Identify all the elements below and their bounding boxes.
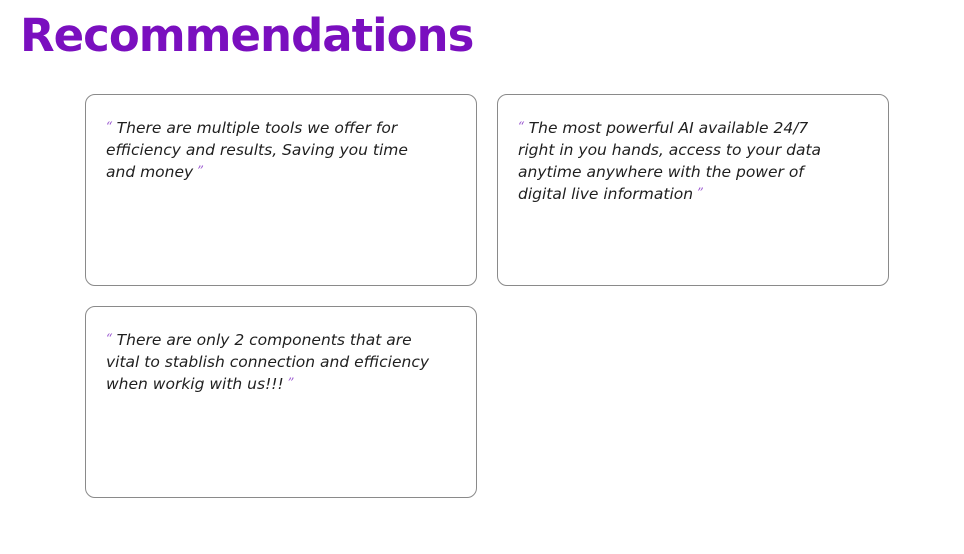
open-quote-icon: “ (518, 120, 525, 135)
quote-body: The most powerful AI available 24/7 righ… (518, 119, 822, 203)
recommendation-card: “There are only 2 components that are vi… (85, 306, 477, 498)
close-quote-icon: ” (287, 376, 295, 391)
quote-text: “There are multiple tools we offer for e… (106, 117, 456, 183)
quote-text: “There are only 2 components that are vi… (106, 329, 456, 395)
open-quote-icon: “ (106, 120, 113, 135)
recommendation-card: “There are multiple tools we offer for e… (85, 94, 477, 286)
quote-text: “The most powerful AI available 24/7 rig… (518, 117, 868, 205)
close-quote-icon: ” (197, 164, 204, 179)
quote-body: There are only 2 components that are vit… (106, 331, 430, 393)
open-quote-icon: “ (106, 332, 113, 347)
page-title: Recommendations (20, 9, 474, 62)
quote-body: There are multiple tools we offer for ef… (106, 119, 408, 181)
recommendation-card: “The most powerful AI available 24/7 rig… (497, 94, 889, 286)
close-quote-icon: ” (697, 186, 704, 201)
